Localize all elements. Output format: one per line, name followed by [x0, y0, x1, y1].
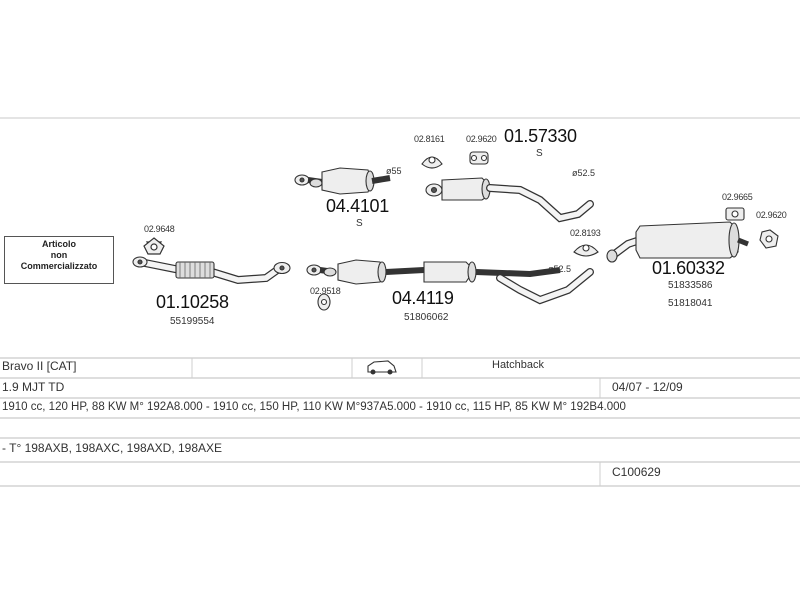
upper-right-diameter-label: ø52.5 [572, 168, 596, 178]
engine-cell: 1.9 MJT TD [2, 380, 65, 394]
rear-silencer-drawing [606, 221, 749, 263]
body-type-cell: Hatchback [492, 359, 544, 371]
types-cell: - T° 198AXB, 198AXC, 198AXD, 198AXE [2, 441, 223, 455]
hatchback-car-icon [367, 360, 397, 375]
notice-line-3: Commercializzato [20, 261, 98, 271]
gasket-front-code: 02.9648 [144, 224, 175, 234]
hanger-c-drawing [759, 229, 779, 249]
clamp-c-code: 02.9665 [722, 192, 753, 202]
lower-diameter-label: ø52.5 [548, 264, 572, 274]
gasket-lower-code: 02.9518 [310, 286, 341, 296]
clamp-a-code: 02.8161 [414, 134, 445, 144]
specs-cell: 1910 cc, 120 HP, 88 KW M° 192A8.000 - 19… [2, 401, 626, 413]
notice-line-1: Articolo [41, 239, 76, 249]
middle-silencer-drawing [425, 177, 594, 223]
front-pipe-drawing [132, 256, 291, 285]
lower-catalyst-code: 04.4119 [392, 288, 454, 308]
not-commercialized-notice: Articolo non Commercializzato [4, 236, 114, 284]
front-pipe-code: 01.10258 [156, 292, 229, 312]
upper-diameter-label: ø55 [386, 166, 402, 176]
lower-catalyst-drawing [306, 259, 594, 305]
hanger-a-drawing [469, 151, 489, 165]
clamp-a-drawing [421, 156, 443, 169]
clamp-b-drawing [573, 244, 599, 257]
middle-silencer-code: 01.57330 [504, 126, 577, 146]
upper-catalyst-variant: S [356, 218, 363, 229]
years-cell: 04/07 - 12/09 [612, 380, 683, 394]
clamp-b-code: 02.8193 [570, 228, 601, 238]
upper-catalyst-drawing [294, 167, 391, 195]
gasket-lower-drawing [317, 293, 331, 311]
notice-line-2: non [50, 250, 68, 260]
gasket-front-drawing [143, 237, 165, 255]
middle-silencer-variant: S [536, 148, 543, 159]
hanger-c-code: 02.9620 [756, 210, 787, 220]
hanger-a-code: 02.9620 [466, 134, 497, 144]
clamp-c-drawing [725, 207, 745, 221]
rear-silencer-code: 01.60332 [652, 258, 725, 278]
rear-silencer-oem-2: 51818041 [668, 298, 713, 309]
rear-silencer-oem-1: 51833586 [668, 280, 713, 291]
front-pipe-oem: 55199554 [170, 316, 215, 327]
reference-cell: C100629 [612, 465, 661, 479]
model-cell: Bravo II [CAT] [2, 359, 77, 373]
lower-catalyst-oem: 51806062 [404, 312, 449, 323]
upper-catalyst-code: 04.4101 [326, 196, 389, 216]
